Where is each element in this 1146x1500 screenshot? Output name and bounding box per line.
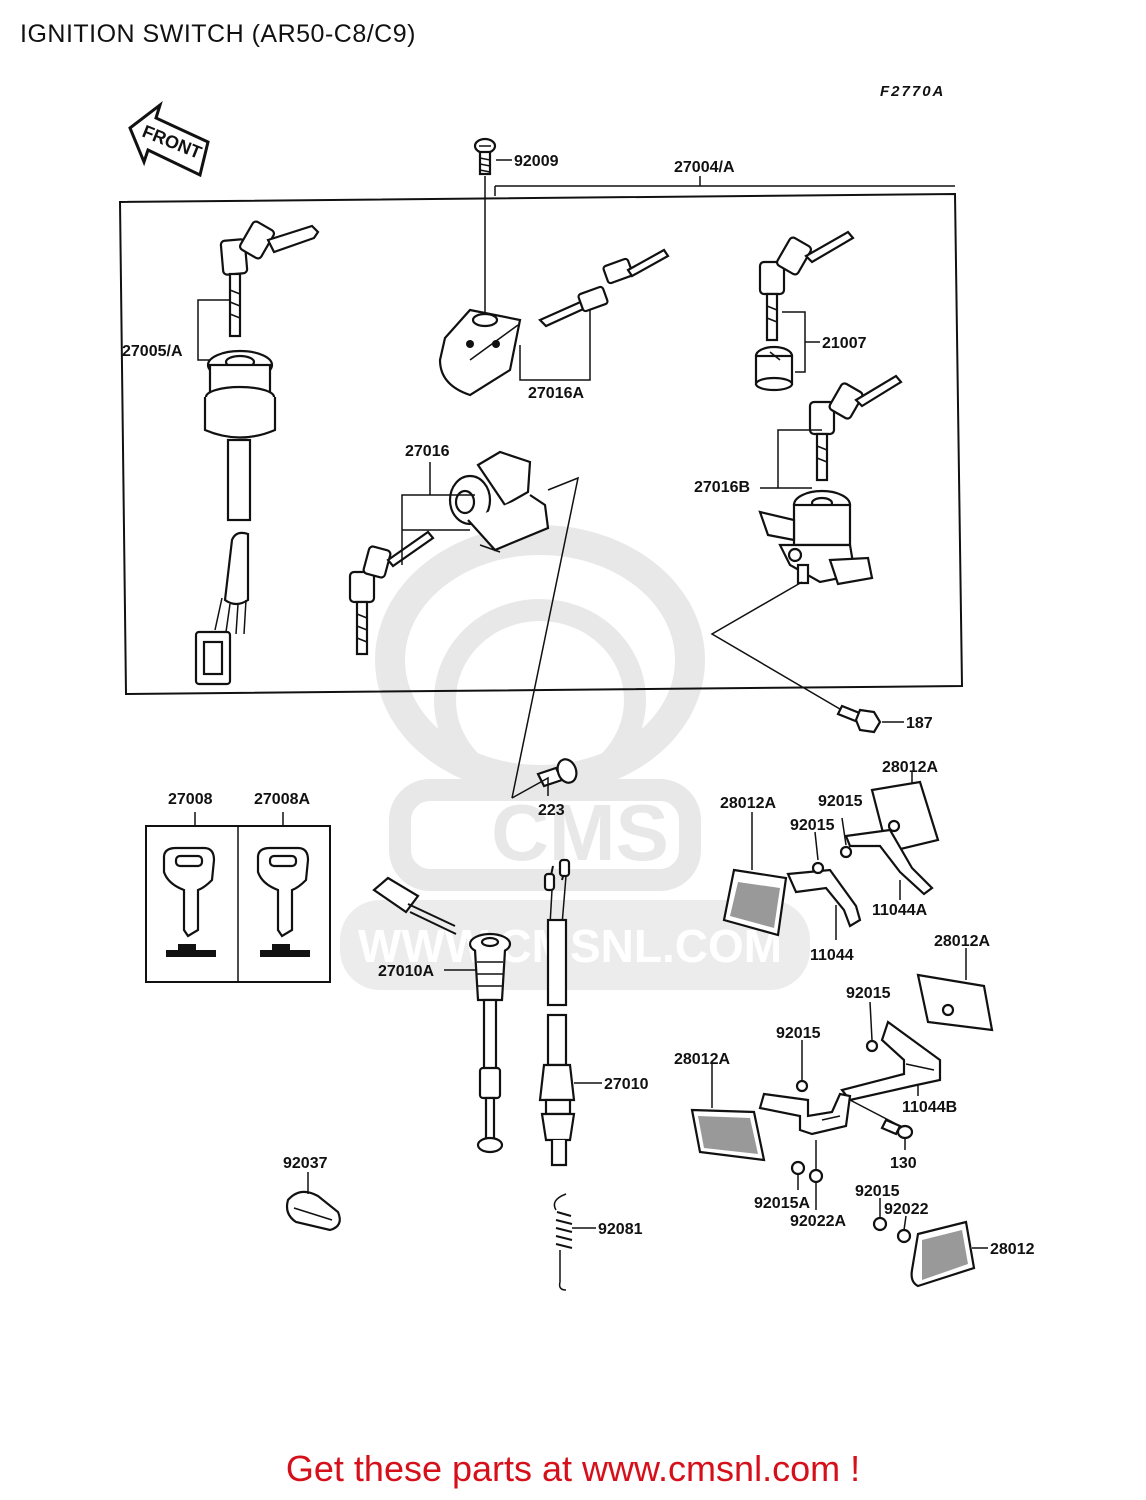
label-27010a: 27010A <box>378 963 434 980</box>
watermark-text: WWW.CMSNL.COM <box>358 920 782 972</box>
key-set-27016b <box>808 374 903 482</box>
key-blank-27008 <box>162 846 216 957</box>
label-92022: 92022 <box>884 1201 929 1218</box>
front-arrow-icon: FRONT <box>128 100 210 178</box>
label-27004a: 27004/A <box>674 159 735 176</box>
label-92015-4: 92015 <box>776 1025 821 1042</box>
key-set-27016a <box>538 248 670 328</box>
label-28012a-3: 28012A <box>934 933 990 950</box>
bolt-187 <box>836 704 882 734</box>
label-28012a-2: 28012A <box>720 795 776 812</box>
label-27008: 27008 <box>168 791 213 808</box>
label-187: 187 <box>906 715 933 732</box>
bracket-11044a <box>839 828 934 896</box>
key-set-21007 <box>758 230 855 342</box>
label-11044b: 11044B <box>902 1099 957 1116</box>
ignition-switch-27005a <box>194 349 277 686</box>
bracket-11044b <box>840 1020 942 1102</box>
svg-text:CMS: CMS <box>491 788 669 877</box>
parts-diagram: CMS WWW.CMSNL.COM FRONT F2770A 27004/A 9… <box>118 83 1035 1291</box>
label-92015-1: 92015 <box>818 793 863 810</box>
bolt-130 <box>880 1118 914 1140</box>
screw-223 <box>536 758 578 788</box>
label-11044a: 11044A <box>872 902 928 919</box>
nut-92015a <box>790 1160 824 1184</box>
label-28012a-1: 28012A <box>882 759 938 776</box>
reflector-28012a-left <box>722 868 788 937</box>
key-cylinder-21007 <box>754 345 794 392</box>
footer-link-text[interactable]: Get these parts at www.cmsnl.com ! <box>285 1448 861 1489</box>
label-92009: 92009 <box>514 153 559 170</box>
kit-27004a-box <box>118 192 964 696</box>
label-27008a: 27008A <box>254 791 310 808</box>
label-27016b: 27016B <box>694 479 750 496</box>
lock-27016 <box>448 450 550 553</box>
watermark: CMS WWW.CMSNL.COM <box>340 525 810 990</box>
label-130: 130 <box>890 1155 917 1172</box>
reflector-28012a-mid <box>916 973 994 1032</box>
ignition-switch-27016b <box>758 489 874 586</box>
reflector-28012a-lower <box>690 1108 766 1162</box>
key-blank-27008a <box>256 846 310 957</box>
label-92015-3: 92015 <box>846 985 891 1002</box>
label-92081: 92081 <box>598 1221 643 1238</box>
label-28012a-4: 28012A <box>674 1051 730 1068</box>
reflector-28012 <box>910 1220 976 1288</box>
clamp-92037 <box>285 1190 341 1232</box>
bracket-11044 <box>786 861 862 928</box>
key-set-27005a <box>219 220 320 338</box>
label-92037: 92037 <box>283 1155 328 1172</box>
label-27005a: 27005/A <box>122 343 183 360</box>
spring-92081 <box>553 1193 573 1291</box>
label-27016a: 27016A <box>528 385 584 402</box>
lock-27016a <box>438 308 522 397</box>
label-92015-5: 92015 <box>855 1183 900 1200</box>
page-title: IGNITION SWITCH (AR50-C8/C9) <box>20 20 416 48</box>
switch-27010 <box>538 858 576 1167</box>
label-92015-2: 92015 <box>790 817 835 834</box>
label-27010: 27010 <box>604 1076 649 1093</box>
diagram-code: F2770A <box>880 83 945 100</box>
label-11044: 11044 <box>810 947 854 964</box>
key-set-27016 <box>348 530 435 656</box>
screw-92009 <box>473 137 497 176</box>
label-92022a: 92022A <box>790 1213 846 1230</box>
label-28012: 28012 <box>990 1241 1035 1258</box>
neutral-switch-27010a <box>372 876 512 1154</box>
label-27016: 27016 <box>405 443 450 460</box>
label-21007: 21007 <box>822 335 867 352</box>
label-92015a: 92015A <box>754 1195 810 1212</box>
label-223: 223 <box>538 802 565 819</box>
bracket-lower <box>758 1079 852 1136</box>
